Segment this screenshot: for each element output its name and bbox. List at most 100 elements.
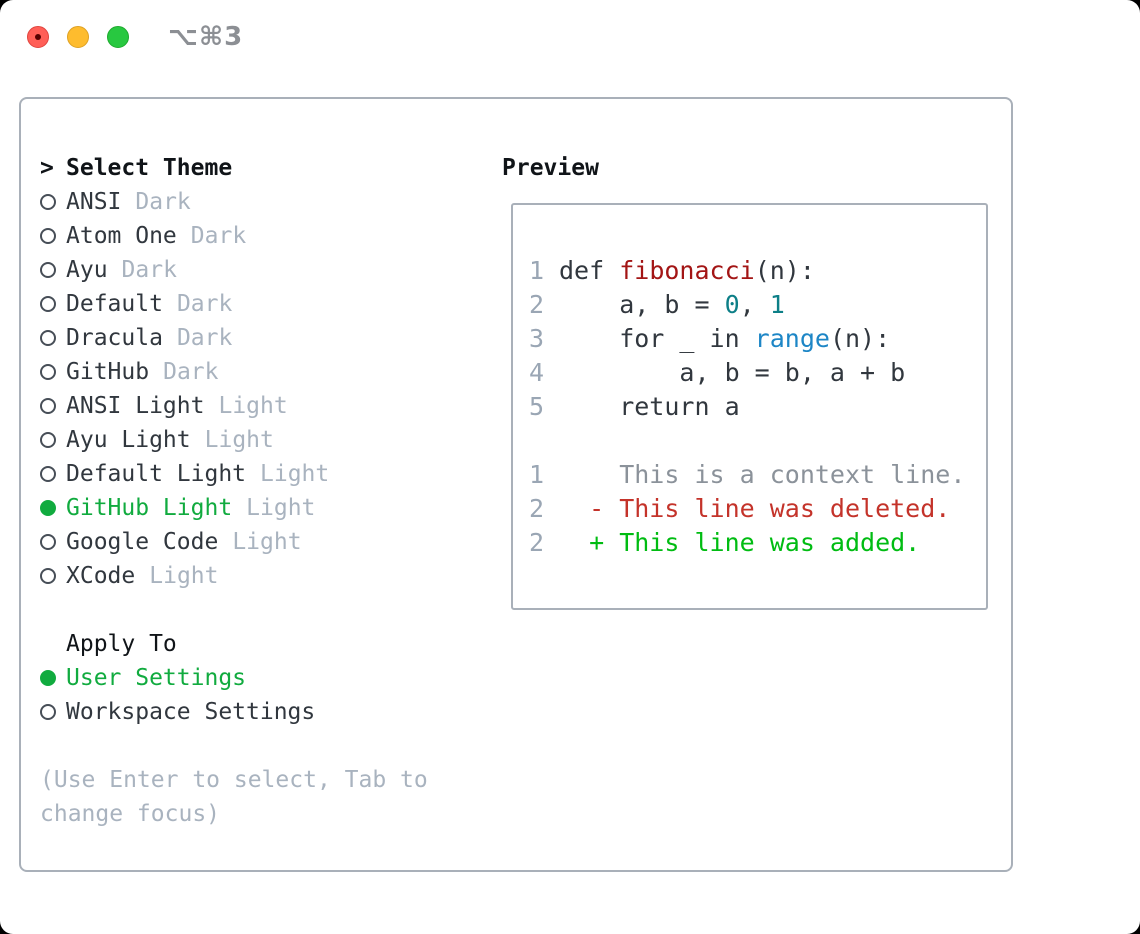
diff-line-deleted: 2 - This line was deleted. bbox=[529, 491, 986, 525]
radio-unselected-icon bbox=[40, 534, 56, 550]
code-token-plain: a, b = b, a + b bbox=[559, 357, 906, 387]
code-token-func: fibonacci bbox=[619, 255, 755, 285]
radio-unselected-icon bbox=[40, 568, 56, 584]
code-token-num: 1 bbox=[769, 289, 785, 319]
prompt-caret: > bbox=[40, 155, 54, 181]
radio-unselected-icon bbox=[40, 296, 56, 312]
theme-variant: Light bbox=[149, 563, 219, 589]
code-line: 2 a, b = 0, 1 bbox=[529, 287, 986, 321]
radio-col bbox=[40, 330, 66, 346]
radio-col bbox=[40, 534, 66, 550]
prompt-col: > bbox=[40, 155, 66, 181]
code-line: 5 return a bbox=[529, 389, 986, 423]
theme-name: XCode bbox=[66, 563, 136, 589]
theme-name: Default Light bbox=[66, 461, 247, 487]
theme-variant: Dark bbox=[176, 291, 233, 317]
diff-text: This is a context line. bbox=[559, 459, 966, 489]
theme-name: Google Code bbox=[66, 529, 219, 555]
radio-unselected-icon bbox=[40, 704, 56, 720]
blank-line bbox=[529, 423, 986, 457]
theme-variant: Light bbox=[204, 427, 274, 453]
line-number: 5 bbox=[529, 391, 545, 421]
theme-option-ayu[interactable]: Ayu Dark bbox=[40, 253, 490, 287]
code-token-plain: , bbox=[739, 289, 770, 319]
radio-col bbox=[40, 296, 66, 312]
line-number: 1 bbox=[529, 255, 545, 285]
apply-option-workspace-settings[interactable]: Workspace Settings bbox=[40, 695, 490, 729]
apply-to-header-row: Apply To bbox=[40, 627, 490, 661]
radio-col bbox=[40, 704, 66, 720]
code-token-plain: def bbox=[559, 255, 620, 285]
theme-variant: Dark bbox=[121, 257, 177, 283]
diff-line-added: 2 + This line was added. bbox=[529, 525, 986, 559]
theme-option-dracula[interactable]: Dracula Dark bbox=[40, 321, 490, 355]
theme-option-default[interactable]: Default Dark bbox=[40, 287, 490, 321]
radio-selected-icon bbox=[40, 670, 56, 686]
theme-option-google-code[interactable]: Google Code Light bbox=[40, 525, 490, 559]
apply-option-label: Workspace Settings bbox=[66, 699, 316, 725]
theme-name: Atom One bbox=[66, 223, 177, 249]
spacer bbox=[40, 729, 490, 763]
line-number: 3 bbox=[529, 323, 545, 353]
radio-col bbox=[40, 228, 66, 244]
theme-name: Ayu Light bbox=[66, 427, 191, 453]
radio-col bbox=[40, 432, 66, 448]
theme-option-ayu-light[interactable]: Ayu Light Light bbox=[40, 423, 490, 457]
theme-variant: Dark bbox=[163, 359, 219, 385]
radio-unselected-icon bbox=[40, 330, 56, 346]
radio-unselected-icon bbox=[40, 228, 56, 244]
theme-variant: Dark bbox=[190, 223, 247, 249]
theme-option-xcode[interactable]: XCode Light bbox=[40, 559, 490, 593]
radio-unselected-icon bbox=[40, 466, 56, 482]
theme-variant: Dark bbox=[176, 325, 233, 351]
code-token-plain: for _ in bbox=[559, 323, 755, 353]
close-button[interactable] bbox=[27, 26, 49, 48]
radio-col bbox=[40, 398, 66, 414]
radio-col bbox=[40, 500, 66, 516]
zoom-button[interactable] bbox=[107, 26, 129, 48]
unsaved-changes-dot bbox=[35, 34, 41, 40]
radio-col bbox=[40, 670, 66, 686]
line-number: 4 bbox=[529, 357, 545, 387]
apply-option-user-settings[interactable]: User Settings bbox=[40, 661, 490, 695]
theme-variant: Light bbox=[232, 529, 302, 555]
line-number: 2 bbox=[529, 527, 545, 557]
theme-option-atom-one[interactable]: Atom One Dark bbox=[40, 219, 490, 253]
radio-unselected-icon bbox=[40, 262, 56, 278]
diff-line-context: 1 This is a context line. bbox=[529, 457, 986, 491]
radio-selected-icon bbox=[40, 500, 56, 516]
apply-to-header: Apply To bbox=[66, 631, 177, 657]
theme-name: Dracula bbox=[66, 325, 163, 351]
theme-name: Default bbox=[66, 291, 163, 317]
radio-col bbox=[40, 466, 66, 482]
radio-unselected-icon bbox=[40, 398, 56, 414]
spacer bbox=[40, 593, 490, 627]
radio-unselected-icon bbox=[40, 364, 56, 380]
theme-name: Ayu bbox=[66, 257, 108, 283]
radio-unselected-icon bbox=[40, 194, 56, 210]
code-token-plain: return a bbox=[559, 391, 740, 421]
theme-variant: Light bbox=[246, 495, 316, 521]
line-number: 1 bbox=[529, 459, 545, 489]
code-token-plain: (n): bbox=[829, 323, 891, 353]
radio-col bbox=[40, 364, 66, 380]
diff-preview: 1 This is a context line.2 - This line w… bbox=[529, 457, 986, 559]
theme-variant: Light bbox=[218, 393, 288, 419]
diff-text: - This line was deleted. bbox=[559, 493, 951, 523]
minimize-button[interactable] bbox=[67, 26, 89, 48]
titlebar: ⌥⌘3 bbox=[0, 0, 1140, 74]
apply-option-label: User Settings bbox=[66, 665, 247, 691]
